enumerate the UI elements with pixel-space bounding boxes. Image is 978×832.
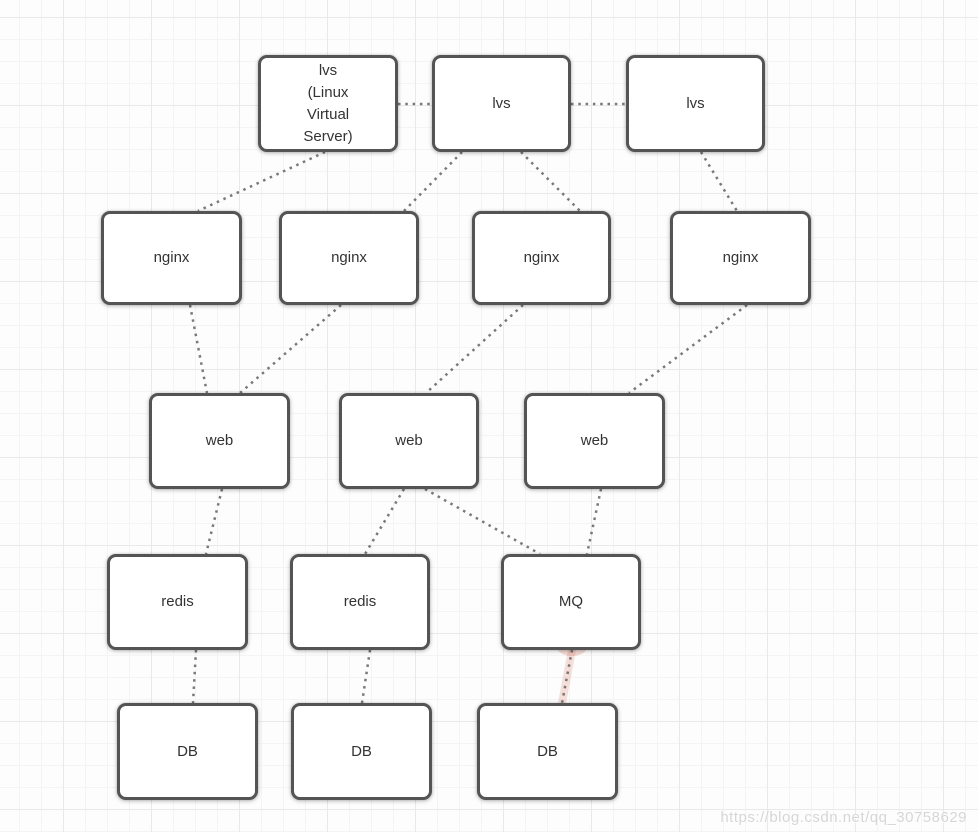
node-db2: DB [291, 703, 432, 800]
edge-web3-mq [585, 488, 603, 555]
edge-lvs1-nginx1 [197, 150, 326, 213]
node-web3: web [524, 393, 665, 489]
node-nginx1: nginx [101, 211, 242, 305]
node-label: redis [161, 593, 194, 610]
edge-mq-db3 [560, 649, 574, 704]
node-label: MQ [558, 593, 584, 610]
node-lvs2: lvs [432, 55, 571, 152]
node-label: nginx [153, 249, 190, 266]
edge-lvs3-nginx4 [699, 151, 739, 212]
node-label: lvs (Linux Virtual Server) [303, 61, 353, 145]
node-label: web [580, 432, 609, 449]
node-nginx2: nginx [279, 211, 419, 305]
node-label: DB [351, 742, 372, 760]
edge-lvs2-nginx2 [403, 151, 463, 212]
node-web1: web [149, 393, 290, 489]
edge-web2-mq [424, 487, 541, 556]
node-label: nginx [523, 249, 560, 266]
node-lvs3: lvs [626, 55, 765, 152]
node-label: DB [537, 742, 558, 760]
edge-redis2-db2 [360, 649, 372, 704]
csdn-watermark: https://blog.csdn.net/qq_30758629 [720, 809, 967, 826]
node-label: web [395, 432, 423, 449]
edge-web2-redis2 [363, 488, 406, 555]
node-label: web [205, 432, 234, 449]
edge-nginx1-web1 [188, 304, 209, 394]
node-lvs1: lvs (Linux Virtual Server) [258, 55, 398, 152]
node-label: redis [343, 593, 377, 610]
edge-nginx2-web1 [239, 304, 342, 394]
node-nginx4: nginx [670, 211, 811, 305]
edge-lvs2-nginx3 [520, 151, 581, 212]
node-label: lvs [686, 94, 705, 112]
node-nginx3: nginx [472, 211, 611, 305]
node-db3: DB [477, 703, 618, 800]
node-mq: MQ [501, 554, 641, 650]
node-label: nginx [331, 249, 367, 266]
edge-redis1-db1 [191, 649, 198, 704]
node-web2: web [339, 393, 479, 489]
node-label: nginx [722, 249, 759, 266]
edge-web1-redis1 [204, 488, 224, 555]
node-db1: DB [117, 703, 258, 800]
node-label: lvs [492, 94, 511, 112]
node-redis1: redis [107, 554, 248, 650]
edge-nginx3-web2 [425, 304, 524, 394]
edge-nginx4-web3 [628, 303, 748, 395]
edge-highlight-glow [558, 646, 576, 707]
node-label: DB [177, 742, 198, 760]
node-redis2: redis [290, 554, 430, 650]
